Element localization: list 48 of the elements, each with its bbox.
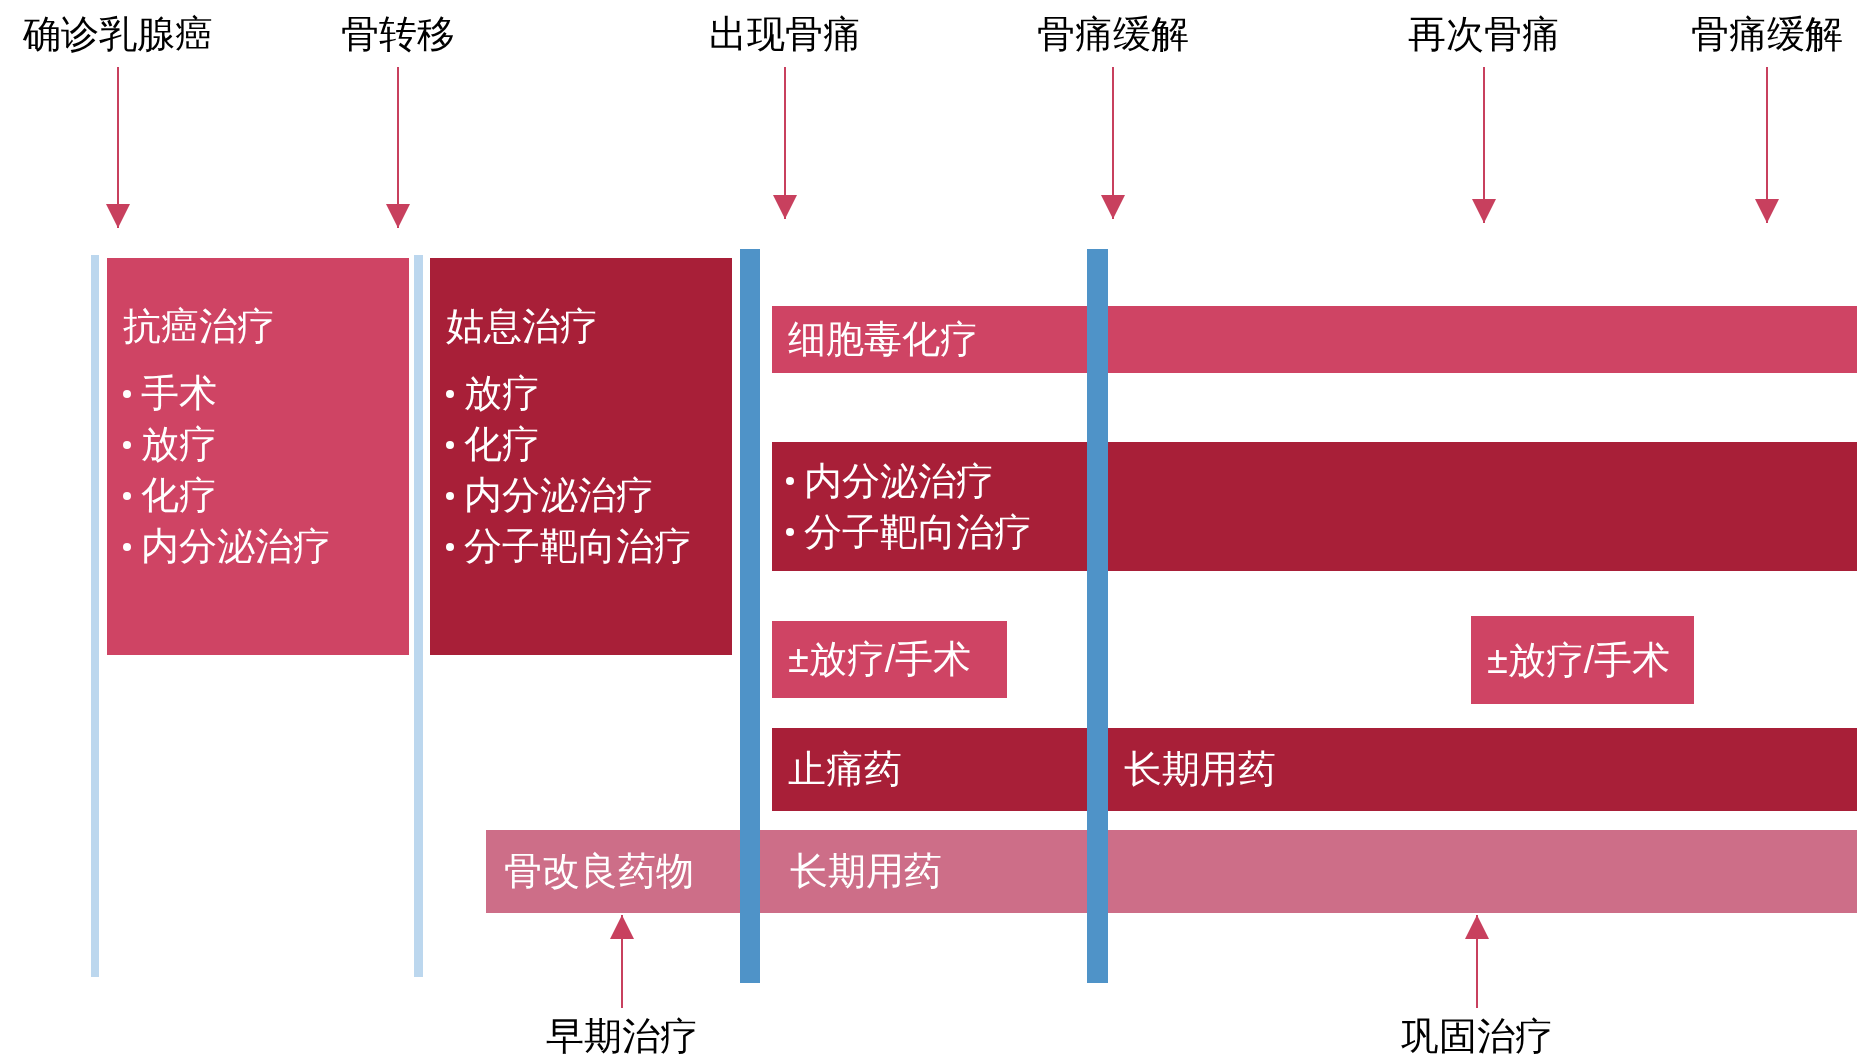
treatment-box — [772, 621, 1007, 698]
arrow — [106, 66, 130, 229]
box-heading: 姑息治疗 — [446, 304, 599, 349]
box-heading: 抗癌治疗 — [123, 304, 276, 349]
band-text: 骨改良药物 — [504, 849, 694, 894]
list-item: 放疗 — [464, 371, 540, 416]
timeline-bar — [91, 255, 99, 977]
timeline-label: 出现骨痛 — [709, 15, 861, 53]
list-item: 内分泌治疗 — [141, 524, 331, 569]
band-text: ±放疗/手术 — [1487, 637, 1671, 683]
treatment-band — [486, 830, 1857, 913]
timeline-label: 骨转移 — [341, 15, 455, 53]
list-item: 化疗 — [141, 473, 217, 518]
timeline-label: 骨痛缓解 — [1037, 15, 1189, 53]
timeline-label: 再次骨痛 — [1408, 15, 1560, 53]
treatment-box — [430, 258, 732, 655]
arrow — [1755, 66, 1779, 224]
list-item: 内分泌治疗 — [804, 458, 994, 504]
arrow — [1472, 66, 1496, 224]
arrow — [386, 66, 410, 229]
timeline-label: 确诊乳腺癌 — [23, 15, 213, 53]
list-item: 手术 — [141, 371, 217, 416]
timeline-bar — [1087, 249, 1108, 983]
timeline-bar — [414, 255, 423, 977]
list-item: 化疗 — [464, 422, 540, 467]
timeline-label: 骨痛缓解 — [1691, 15, 1843, 53]
arrow — [1101, 66, 1125, 220]
treatment-box — [107, 258, 409, 655]
treatment-band — [772, 306, 1857, 373]
list-item: 分子靶向治疗 — [804, 509, 1032, 555]
treatment-band — [772, 442, 1857, 571]
arrow — [1465, 914, 1489, 1009]
band-text: 止痛药 — [788, 747, 902, 792]
arrow — [773, 66, 797, 220]
list-item: 分子靶向治疗 — [464, 524, 692, 569]
band-text: 长期用药 — [1124, 747, 1276, 792]
band-text: ±放疗/手术 — [788, 637, 972, 682]
treatment-band — [772, 728, 1087, 811]
timeline-bar — [740, 249, 760, 983]
band-text: 细胞毒化疗 — [788, 317, 978, 362]
arrow — [610, 914, 634, 1009]
list-item: 内分泌治疗 — [464, 473, 654, 518]
band-text: 长期用药 — [790, 849, 942, 894]
timeline-label: 巩固治疗 — [1401, 1017, 1553, 1055]
treatment-box — [1471, 616, 1694, 704]
list-item: 放疗 — [141, 422, 217, 467]
treatment-band — [1108, 728, 1857, 811]
timeline-label: 早期治疗 — [546, 1017, 698, 1055]
